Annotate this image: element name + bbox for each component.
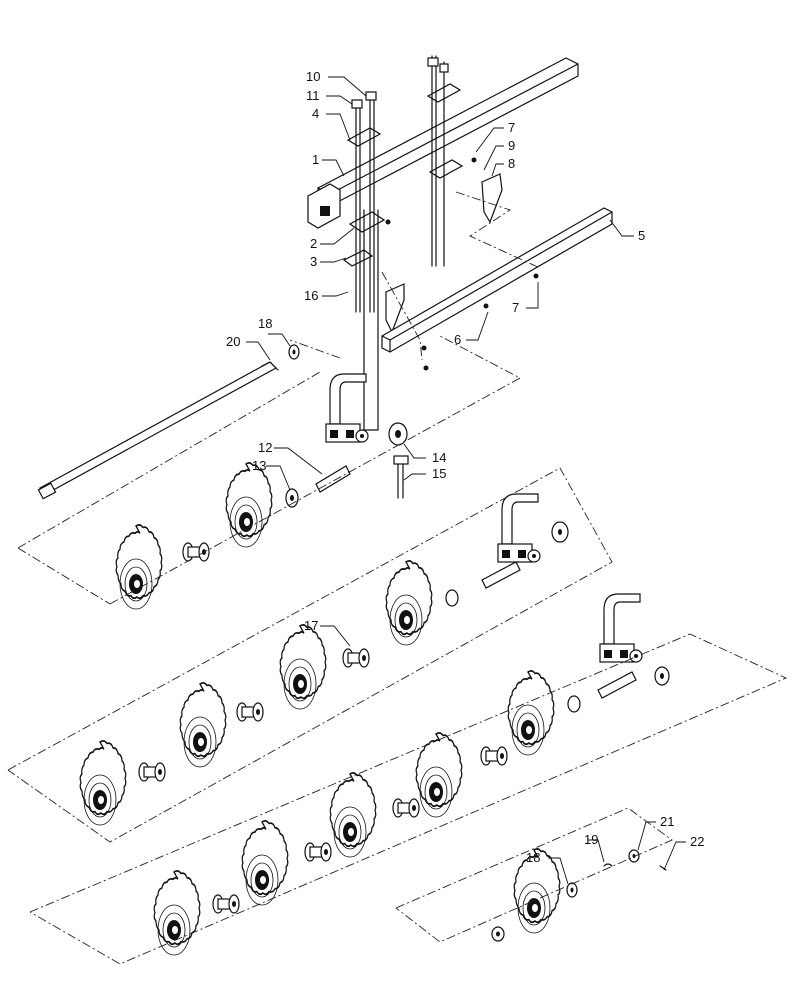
axle-shaft xyxy=(37,344,300,500)
callout-18-upper: 18 xyxy=(258,316,272,331)
leader-lines xyxy=(246,76,686,885)
upper-gang xyxy=(17,335,521,610)
callout-20: 20 xyxy=(226,334,240,349)
callout-14: 12 xyxy=(258,440,272,455)
callout-10: 15 xyxy=(432,466,446,481)
callout-9: 9 xyxy=(508,138,515,153)
callout-17: 17 xyxy=(304,618,318,633)
callout-7-lower: 7 xyxy=(512,300,519,315)
axle-end-hardware xyxy=(395,807,673,943)
lower-gang xyxy=(29,593,788,965)
callout-7-upper: 7 xyxy=(508,120,515,135)
callout-22: 22 xyxy=(690,834,704,849)
callout-3: 3 xyxy=(310,254,317,269)
callout-21: 21 xyxy=(660,814,674,829)
callout-8: 8 xyxy=(508,156,515,171)
toolbar-frame-assembly xyxy=(307,55,613,431)
callout-1: 1 xyxy=(312,152,319,167)
callout-13: 11 xyxy=(306,88,320,103)
middle-gang xyxy=(7,467,613,843)
callout-5: 5 xyxy=(638,228,645,243)
callout-19: 19 xyxy=(584,832,598,847)
callout-18-lower: 18 xyxy=(526,850,540,865)
callout-6: 6 xyxy=(454,332,461,347)
callout-11: 16 xyxy=(304,288,318,303)
callout-12: 10 xyxy=(306,69,320,84)
callout-15: 13 xyxy=(252,458,266,473)
callout-16: 14 xyxy=(432,450,446,465)
callout-2: 2 xyxy=(310,236,317,251)
callout-labels: 10 11 4 1 2 3 16 7 9 8 5 7 6 18 20 12 13… xyxy=(226,69,704,865)
callout-4: 4 xyxy=(312,106,319,121)
